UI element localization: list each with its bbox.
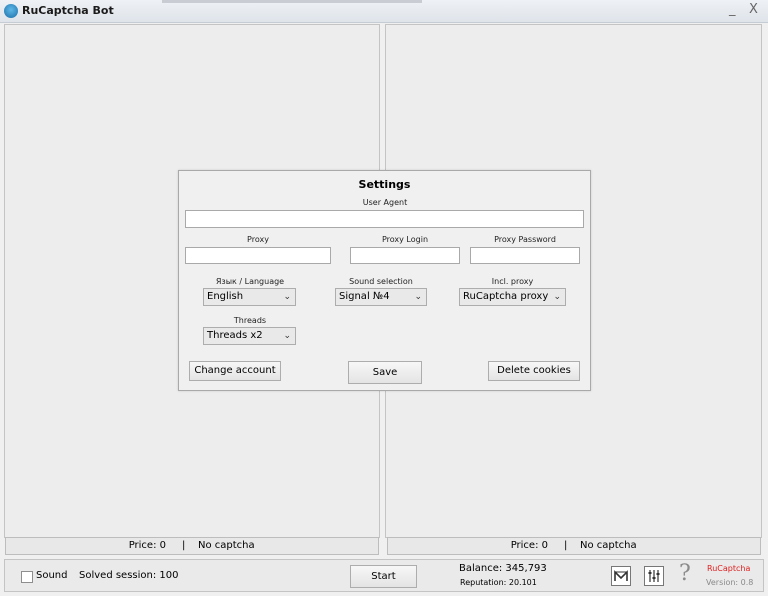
left-separator: | [182, 540, 186, 551]
language-select[interactable]: English ⌄ [203, 288, 296, 306]
user-agent-label: User Agent [362, 198, 408, 207]
mail-icon[interactable] [611, 566, 631, 586]
sound-checkbox[interactable] [21, 571, 33, 583]
help-icon[interactable]: ? [679, 561, 691, 586]
left-captcha-status: No captcha [198, 540, 255, 551]
change-account-button[interactable]: Change account [189, 361, 281, 381]
equalizer-icon[interactable] [644, 566, 664, 586]
threads-label: Threads [233, 316, 267, 325]
incl-proxy-select[interactable]: RuCaptcha proxy ⌄ [459, 288, 566, 306]
window-title: RuCaptcha Bot [22, 4, 114, 17]
reputation: Reputation: 20.101 [460, 578, 537, 587]
brand-label: RuCaptcha [707, 564, 751, 573]
left-price: Price: 0 [128, 540, 166, 551]
language-value: English [207, 291, 244, 302]
chevron-down-icon: ⌄ [553, 292, 561, 302]
solved-session: Solved session: 100 [79, 570, 179, 581]
threads-select[interactable]: Threads x2 ⌄ [203, 327, 296, 345]
right-separator: | [564, 540, 568, 551]
language-label: Язык / Language [215, 277, 285, 286]
proxy-label: Proxy [247, 235, 269, 244]
title-accent-strip [162, 0, 422, 3]
proxy-input[interactable] [185, 247, 331, 264]
incl-proxy-label: Incl. proxy [491, 277, 534, 286]
title-bar: RuCaptcha Bot _ X [0, 0, 768, 23]
settings-dialog: Settings User Agent Proxy Proxy Login Pr… [178, 170, 591, 391]
app-logo-icon [4, 4, 18, 18]
sound-value: Signal №4 [339, 291, 390, 302]
right-status-bar: Price: 0 | No captcha [387, 537, 761, 555]
version-label: Version: 0.8 [706, 578, 754, 587]
chevron-down-icon: ⌄ [283, 331, 291, 341]
right-price: Price: 0 [510, 540, 548, 551]
start-button[interactable]: Start [350, 565, 417, 588]
delete-cookies-button[interactable]: Delete cookies [488, 361, 580, 381]
sound-label: Sound [36, 570, 68, 581]
proxy-login-input[interactable] [350, 247, 460, 264]
save-button[interactable]: Save [348, 361, 422, 384]
left-status-bar: Price: 0 | No captcha [5, 537, 379, 555]
threads-value: Threads x2 [207, 330, 263, 341]
proxy-password-label: Proxy Password [494, 235, 556, 244]
chevron-down-icon: ⌄ [414, 292, 422, 302]
incl-proxy-value: RuCaptcha proxy [463, 291, 549, 302]
bottom-toolbar: Sound Solved session: 100 Start Balance:… [4, 559, 764, 592]
proxy-password-input[interactable] [470, 247, 580, 264]
sound-selection-label: Sound selection [349, 277, 413, 286]
sound-select[interactable]: Signal №4 ⌄ [335, 288, 427, 306]
minimize-button[interactable]: _ [729, 2, 736, 17]
user-agent-input[interactable] [185, 210, 584, 228]
settings-title: Settings [358, 178, 411, 191]
balance: Balance: 345,793 [459, 563, 547, 574]
close-button[interactable]: X [749, 2, 758, 17]
right-captcha-status: No captcha [580, 540, 637, 551]
chevron-down-icon: ⌄ [283, 292, 291, 302]
proxy-login-label: Proxy Login [381, 235, 429, 244]
